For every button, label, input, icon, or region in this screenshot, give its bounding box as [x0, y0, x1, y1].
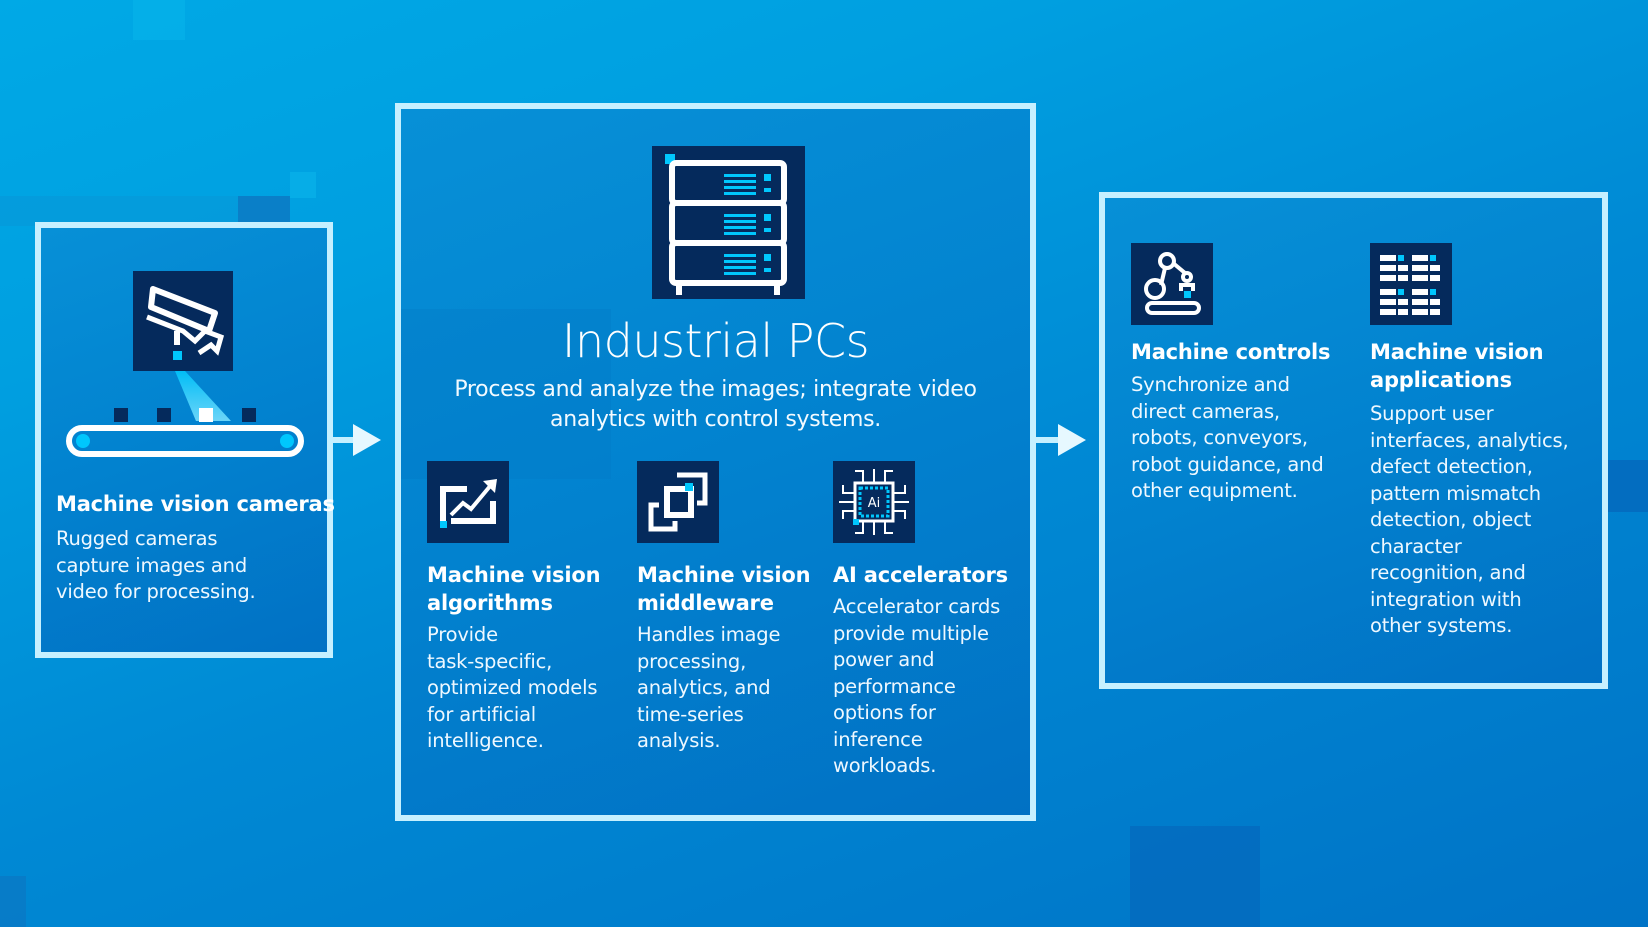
- body-line: integration with: [1370, 587, 1522, 611]
- body-line: task-specific,: [427, 649, 553, 673]
- body-line: Accelerator cards: [833, 595, 1001, 618]
- machine-controls-heading: Machine controls: [1131, 340, 1331, 364]
- body-line: other equipment.: [1131, 479, 1298, 502]
- body-line: performance: [833, 674, 956, 698]
- body-line: processing,: [637, 649, 747, 673]
- body-line: for artificial: [427, 702, 537, 726]
- body-line: Handles image: [637, 623, 781, 646]
- body-line: other systems.: [1370, 614, 1513, 637]
- machine-controls-body: Synchronize and direct cameras, robots, …: [1131, 372, 1324, 505]
- applications-body: Support user interfaces, analytics, defe…: [1370, 401, 1569, 640]
- page-title: Industrial PCs: [561, 314, 870, 368]
- overlapping-squares-icon: [637, 461, 719, 543]
- algorithms-heading: Machine vision algorithms: [427, 561, 601, 617]
- heading-line: Machine vision: [1370, 340, 1544, 364]
- subtitle-line: Process and analyze the images; integrat…: [454, 377, 977, 402]
- server-rack-icon: [652, 146, 805, 299]
- body-line: defect detection,: [1370, 455, 1533, 478]
- body-line: detection, object: [1370, 508, 1532, 531]
- body-line: time-series: [637, 702, 744, 726]
- body-line: Provide: [427, 623, 498, 646]
- middleware-body: Handles image processing, analytics, and…: [637, 622, 780, 755]
- ai-chip-label: Ai: [868, 496, 881, 511]
- background-tile: [290, 172, 316, 198]
- subtitle-line: analytics with control systems.: [550, 407, 881, 432]
- heading-line: applications: [1370, 368, 1512, 392]
- cameras-heading: Machine vision cameras: [56, 492, 335, 516]
- body-line: inference: [833, 727, 923, 751]
- body-line: analytics, and: [637, 676, 771, 699]
- heading-line: Machine vision: [637, 563, 811, 587]
- middleware-heading: Machine vision middleware: [637, 561, 811, 617]
- ai-chip-icon: Ai: [833, 461, 915, 543]
- ai-accelerators-heading: AI accelerators: [833, 563, 1008, 587]
- background-tile: [0, 876, 26, 927]
- trend-chart-icon: [427, 461, 509, 543]
- heading-line: Machine vision: [427, 563, 601, 587]
- industrial-pcs-panel: Industrial PCs Process and analyze the i…: [395, 103, 1036, 821]
- cameras-panel: Machine vision cameras Rugged cameras ca…: [35, 222, 335, 658]
- body-line: Support user: [1370, 402, 1494, 425]
- cameras-body: Rugged cameras capture images and video …: [56, 527, 256, 603]
- body-line: recognition, and: [1370, 561, 1526, 584]
- body-line: workloads.: [833, 754, 937, 777]
- conveyor-belt-icon: [66, 371, 304, 457]
- data-grid-icon: [1370, 243, 1452, 325]
- industrial-pcs-subtitle: Process and analyze the images; integrat…: [401, 375, 1030, 435]
- body-line: robots, conveyors,: [1131, 426, 1308, 449]
- body-line: Synchronize and: [1131, 373, 1290, 396]
- body-line: analysis.: [637, 729, 721, 752]
- body-line: interfaces, analytics,: [1370, 428, 1569, 452]
- arrow-right-icon: [1036, 424, 1086, 456]
- robot-arm-icon: [1131, 243, 1213, 325]
- body-line: provide multiple: [833, 621, 989, 645]
- security-camera-icon: [133, 271, 233, 371]
- body-line: options for: [833, 701, 936, 724]
- background-tile: [0, 196, 238, 226]
- outputs-panel: Machine controls Synchronize and direct …: [1099, 192, 1608, 689]
- body-line: robot guidance, and: [1131, 452, 1324, 476]
- body-line: character: [1370, 534, 1462, 558]
- background-tile: [1130, 826, 1260, 927]
- arrow-right-icon: [333, 424, 381, 456]
- ai-accelerators-body: Accelerator cards provide multiple power…: [833, 594, 1000, 780]
- heading-line: algorithms: [427, 591, 553, 615]
- body-line: direct cameras,: [1131, 399, 1280, 423]
- body-line: pattern mismatch: [1370, 481, 1541, 505]
- body-line: power and: [833, 648, 935, 671]
- algorithms-body: Provide task-specific, optimized models …: [427, 622, 597, 755]
- background-tile: [1607, 460, 1648, 512]
- background-tile: [401, 309, 611, 479]
- body-line: intelligence.: [427, 729, 544, 752]
- applications-heading: Machine vision applications: [1370, 338, 1544, 394]
- heading-line: middleware: [637, 591, 774, 615]
- background-tile: [133, 0, 185, 40]
- body-line: optimized models: [427, 676, 598, 699]
